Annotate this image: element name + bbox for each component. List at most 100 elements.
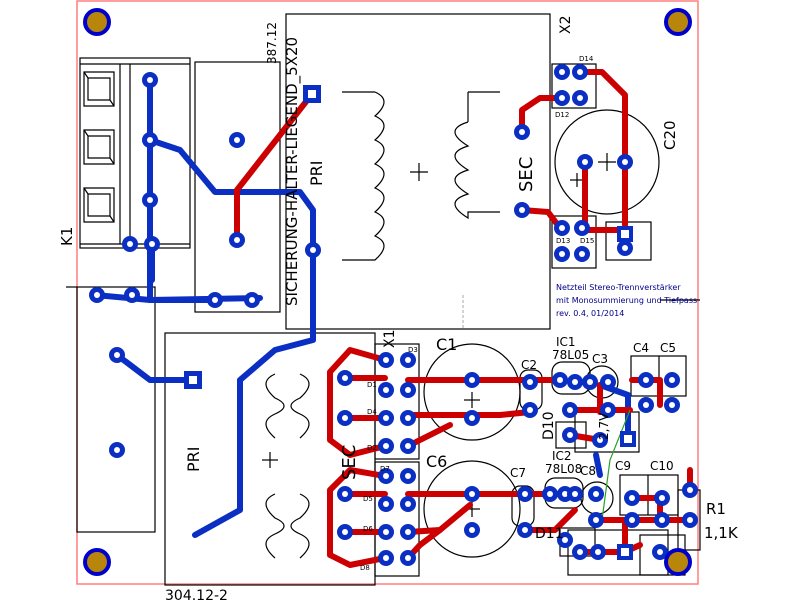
pad-hole <box>342 529 348 535</box>
pad-hole <box>127 241 133 247</box>
pad-hole <box>342 415 348 421</box>
pad-hole <box>579 251 585 257</box>
mount-hole-tr <box>664 8 692 36</box>
label-ic2-part: 78L08 <box>545 462 582 476</box>
mount-hole-br <box>664 548 692 576</box>
pad-hole <box>114 352 120 358</box>
pad-hole <box>527 379 533 385</box>
label-c8: C8 <box>580 464 596 478</box>
label-c5: C5 <box>660 341 676 355</box>
pad-hole <box>405 357 411 363</box>
label-c2: C2 <box>521 358 537 372</box>
label-d3: D3 <box>408 346 418 354</box>
note-line-2: mit Monosummierung und Tiefpass <box>556 296 697 305</box>
label-d15: D15 <box>580 237 594 245</box>
label-ic1-part: 78L05 <box>552 348 589 362</box>
pad-hole <box>342 491 348 497</box>
pad-hole <box>469 491 475 497</box>
pad-hole <box>310 247 316 253</box>
pad-hole <box>572 491 578 497</box>
pad-hole <box>383 443 389 449</box>
board-note: Netzteil Stereo-Trennverstärker mit Mono… <box>556 283 697 318</box>
pad-hole <box>562 491 568 497</box>
pad-hole <box>562 537 568 543</box>
pad-hole <box>659 517 665 523</box>
label-pri-top: PRI <box>307 161 326 186</box>
pad-hole <box>559 95 565 101</box>
label-d9-part: 2,7V <box>597 412 611 440</box>
pad-hole <box>249 297 255 303</box>
pad-hole <box>147 137 153 143</box>
label-x1: X1 <box>382 330 398 349</box>
label-pri-bottom: PRI <box>184 447 203 472</box>
pad-hole <box>383 415 389 421</box>
label-d1: D1 <box>367 381 377 389</box>
pad-hole <box>659 495 665 501</box>
pad-hole <box>383 357 389 363</box>
pad-hole <box>405 555 411 561</box>
pad-hole <box>234 137 240 143</box>
pad-hole <box>547 491 553 497</box>
pad-hole <box>405 529 411 535</box>
pad-hole <box>687 487 693 493</box>
pad-hole <box>212 297 218 303</box>
pad-hole <box>605 379 611 385</box>
pad-hole <box>629 495 635 501</box>
pad-hole <box>383 555 389 561</box>
label-d12: D12 <box>555 111 569 119</box>
pad-hole <box>469 377 475 383</box>
pad-hole <box>522 527 528 533</box>
pad-hole <box>643 402 649 408</box>
pad-hole <box>597 437 603 443</box>
pad-hole <box>605 407 611 413</box>
pad-hole <box>405 415 411 421</box>
pad-hole <box>582 159 588 165</box>
label-c3: C3 <box>592 352 608 366</box>
pad-hole <box>559 251 565 257</box>
pad-hole <box>149 241 155 247</box>
pad-hole <box>147 77 153 83</box>
pad-hole <box>595 549 601 555</box>
pad-hole <box>405 473 411 479</box>
label-d10: D10 <box>541 411 557 440</box>
label-x2: X2 <box>558 16 574 35</box>
pad-hole <box>557 377 563 383</box>
pad-hole <box>147 197 153 203</box>
pad-hole <box>383 387 389 393</box>
pad-hole <box>94 292 100 298</box>
pad-hole <box>383 529 389 535</box>
pad-hole <box>567 432 573 438</box>
label-d7: D7 <box>380 465 390 473</box>
pad-hole <box>577 95 583 101</box>
label-c4: C4 <box>633 341 649 355</box>
label-d4: D4 <box>367 408 377 416</box>
label-c1: C1 <box>436 335 457 354</box>
label-ic1: IC1 <box>556 335 576 349</box>
pad-hole <box>469 527 475 533</box>
pad-hole <box>342 375 348 381</box>
pad-hole <box>669 402 675 408</box>
pad-hole <box>669 377 675 383</box>
note-line-3: rev. 0.4, 01/2014 <box>556 309 624 318</box>
square-pads <box>184 85 636 560</box>
top-copper <box>234 69 693 568</box>
label-c10: C10 <box>650 459 674 473</box>
note-line-1: Netzteil Stereo-Trennverstärker <box>556 283 681 292</box>
pad-hole <box>577 69 583 75</box>
label-d13: D13 <box>556 237 570 245</box>
label-c6: C6 <box>426 452 447 471</box>
pad-hole <box>593 491 599 497</box>
pad-hole <box>522 491 528 497</box>
label-c20: C20 <box>661 120 679 150</box>
label-k1: K1 <box>58 227 76 246</box>
label-d5: D5 <box>363 495 373 503</box>
pad-hole <box>629 517 635 523</box>
jumper-wire <box>601 409 631 521</box>
label-code-bottom: 304.12-2 <box>165 588 228 600</box>
pads-layer <box>89 64 698 566</box>
label-sec-bottom: SEC <box>339 445 360 480</box>
label-d8: D8 <box>360 564 370 572</box>
pad-hole <box>559 69 565 75</box>
pad-hole <box>687 517 693 523</box>
label-r1-value: 1,1K <box>704 524 739 542</box>
